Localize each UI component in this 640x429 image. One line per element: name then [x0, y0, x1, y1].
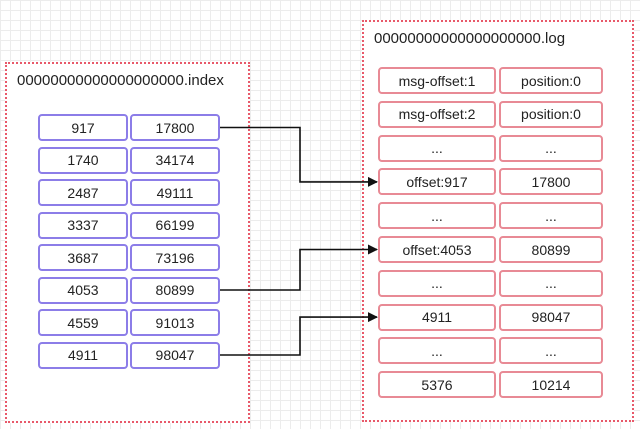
log-offset-cell: 4911	[378, 303, 496, 331]
index-position-cell: 34174	[130, 146, 220, 174]
index-offset-cell: 3687	[38, 244, 128, 271]
log-position-cell: ...	[499, 202, 603, 230]
index-position-cell: 73196	[130, 244, 220, 271]
index-position-cell: 66199	[130, 211, 220, 239]
index-offset-cell: 917	[38, 114, 128, 141]
log-offset-cell: ...	[378, 337, 496, 365]
log-offset-cell: offset:917	[378, 168, 496, 196]
log-file-name: 00000000000000000000.log	[374, 30, 566, 47]
log-position-cell: 80899	[499, 236, 603, 263]
index-to-log-arrow	[220, 244, 378, 291]
index-position-cell: 17800	[130, 114, 220, 141]
index-position-cell: 98047	[130, 341, 220, 369]
index-position-cell: 49111	[130, 179, 220, 206]
log-offset-cell: 5376	[378, 371, 496, 399]
log-offset-cell: ...	[378, 202, 496, 230]
index-offset-cell: 1740	[38, 146, 128, 174]
index-to-log-arrow	[220, 126, 378, 187]
index-offset-cell: 4559	[38, 309, 128, 336]
log-offset-cell: ...	[378, 269, 496, 297]
log-position-cell: ...	[499, 337, 603, 365]
log-position-cell: ...	[499, 269, 603, 297]
log-offset-cell: offset:4053	[378, 236, 496, 263]
log-position-cell: 10214	[499, 371, 603, 399]
index-offset-cell: 2487	[38, 179, 128, 206]
index-offset-cell: 4053	[38, 276, 128, 304]
index-position-cell: 91013	[130, 309, 220, 336]
index-position-cell: 80899	[130, 276, 220, 304]
log-offset-cell: ...	[378, 134, 496, 162]
index-file-name: 00000000000000000000.index	[17, 72, 224, 89]
log-position-cell: position:0	[499, 67, 603, 94]
log-position-cell: 98047	[499, 303, 603, 331]
index-offset-cell: 4911	[38, 341, 128, 369]
log-position-cell: 17800	[499, 168, 603, 196]
index-offset-cell: 3337	[38, 211, 128, 239]
log-position-cell: ...	[499, 134, 603, 162]
index-to-log-arrow	[220, 312, 378, 356]
log-offset-cell: msg-offset:2	[378, 100, 496, 128]
log-position-cell: position:0	[499, 100, 603, 128]
log-offset-cell: msg-offset:1	[378, 67, 496, 94]
